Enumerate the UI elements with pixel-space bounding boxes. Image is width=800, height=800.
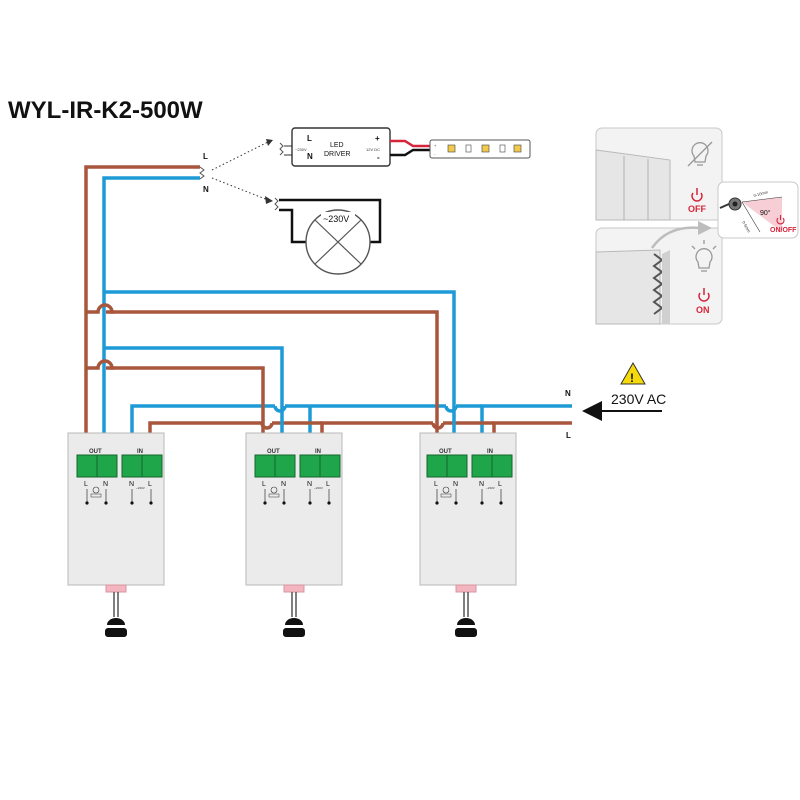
sensor-connector: [105, 584, 127, 593]
switch-module-2: OUT IN L N N L ~230V: [245, 432, 343, 637]
out-terminal-block: [254, 454, 296, 478]
power-icon-onoff: [776, 215, 785, 225]
svg-text:OUT: OUT: [267, 449, 280, 455]
svg-text:+: +: [434, 143, 437, 148]
led-driver-title: LED: [330, 142, 344, 149]
in-terminal-block: [299, 454, 341, 478]
svg-text:IN: IN: [487, 449, 493, 455]
driver-symbol-icon: [90, 493, 102, 498]
lamp-load: ~230V: [274, 197, 382, 275]
sensor-off-label: OFF: [688, 204, 706, 214]
power-icon-on: [698, 288, 710, 302]
svg-text:L: L: [84, 481, 88, 488]
live-out-wire-3: [106, 310, 439, 455]
transition-arrow: [650, 226, 701, 249]
svg-text:0-10mm: 0-10mm: [753, 189, 769, 198]
driver-symbol-icon: [440, 493, 452, 498]
svg-text:N: N: [129, 481, 134, 488]
svg-text:90°: 90°: [760, 209, 771, 217]
svg-text:L: L: [262, 481, 266, 488]
svg-text:~230V: ~230V: [136, 486, 145, 490]
sensor-head-icon: [285, 618, 303, 625]
wiring: [84, 165, 572, 455]
lamp-symbol-icon: [442, 486, 450, 494]
mains-supply: ! 230V AC N L: [565, 361, 666, 440]
switch-module-1: OUT IN L N N L ~230V: [67, 432, 165, 637]
svg-text:L: L: [434, 481, 438, 488]
svg-text:!: !: [630, 371, 634, 385]
svg-text:~230V: ~230V: [486, 486, 495, 490]
svg-text:-: -: [377, 153, 380, 162]
load-link-driver: [211, 141, 269, 171]
lamp-symbol-icon: [92, 486, 100, 494]
lamp-voltage-label: ~230V: [323, 214, 349, 224]
load-l-label: L: [203, 152, 208, 161]
svg-text:N: N: [307, 481, 312, 488]
svg-text:L: L: [307, 134, 312, 143]
neutral-out-wire-2: [104, 346, 284, 455]
svg-text:N: N: [281, 481, 286, 488]
sensor-connector: [283, 584, 305, 593]
svg-text:DRIVER: DRIVER: [324, 151, 350, 158]
switch-module-3: OUT IN L N N L ~230V: [419, 432, 517, 637]
diagram-title: WYL-IR-K2-500W: [8, 97, 203, 124]
svg-text:IN: IN: [315, 449, 321, 455]
out-terminal-block: [426, 454, 468, 478]
svg-text:+: +: [375, 134, 380, 143]
svg-text:N: N: [103, 481, 108, 488]
svg-text:0-5mm: 0-5mm: [741, 220, 752, 234]
svg-text:~230V: ~230V: [314, 486, 323, 490]
svg-text:L: L: [148, 481, 152, 488]
mains-n-label: N: [565, 389, 571, 398]
bulb-off-icon: [687, 141, 713, 167]
svg-text:IN: IN: [137, 449, 143, 455]
sensor-connector: [455, 584, 477, 593]
sensor-on-label: ON: [696, 305, 710, 315]
load-n-label: N: [203, 185, 209, 194]
sensor-head-icon: [457, 618, 475, 625]
lamp-symbol-icon: [270, 486, 278, 494]
mains-l-label: L: [566, 431, 571, 440]
in-terminal-block: [471, 454, 513, 478]
svg-text:N: N: [479, 481, 484, 488]
svg-text:N: N: [453, 481, 458, 488]
led-strip: [429, 139, 531, 159]
sensor-onoff-label: ON/OFF: [770, 227, 797, 234]
driver-symbol-icon: [268, 493, 280, 498]
out-terminal-block: [76, 454, 118, 478]
svg-text:L: L: [498, 481, 502, 488]
warning-icon: [620, 361, 646, 385]
led-driver-load: L N ~230V LED DRIVER 12V DC + - + -: [279, 127, 531, 167]
sensor-head-icon: [107, 618, 125, 625]
neutral-out-wire-3: [104, 290, 456, 455]
svg-text:L: L: [326, 481, 330, 488]
neutral-load-wire: [102, 176, 200, 455]
svg-text:~230V: ~230V: [295, 147, 307, 152]
svg-text:-: -: [434, 151, 436, 156]
power-icon-off: [691, 188, 703, 202]
led-driver-box: [291, 127, 391, 167]
svg-text:OUT: OUT: [439, 449, 452, 455]
svg-text:N: N: [307, 152, 313, 161]
in-terminal-block: [121, 454, 163, 478]
svg-text:12V DC: 12V DC: [366, 147, 380, 152]
mains-voltage-label: 230V AC: [611, 391, 666, 407]
bulb-on-icon: [691, 240, 717, 272]
svg-text:OUT: OUT: [89, 449, 102, 455]
live-out-wire-2: [106, 366, 265, 455]
sensor-illustration: OFF ON 0-10mm 0-5mm 90°: [595, 127, 799, 325]
load-link-lamp: [211, 177, 269, 201]
